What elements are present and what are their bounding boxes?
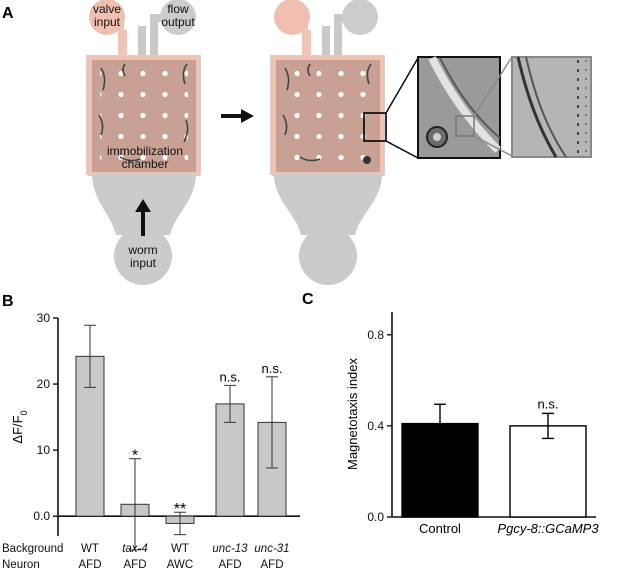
chart-c-category-label: Pgcy-8::GCaMP3 xyxy=(497,521,599,536)
chart-b-background-label: tax-4 xyxy=(122,543,148,555)
chart-b-significance-label: n.s. xyxy=(220,369,241,384)
chamber-label-2: chamber xyxy=(122,157,169,171)
worm-input-port xyxy=(114,227,172,285)
chart-b-y-tick-label: 20 xyxy=(37,377,51,391)
valve-input-label-1: valve xyxy=(93,2,121,16)
chart-c-y-axis-label: Magnetotaxis index xyxy=(345,357,360,470)
chart-b-row-header-neuron: Neuron xyxy=(2,559,40,571)
flow-output-label-1: flow xyxy=(167,2,189,16)
chart-b-neuron-label: AFD xyxy=(124,559,147,571)
panel-label-c: C xyxy=(302,291,314,308)
chart-b-background-label: WT xyxy=(171,543,189,555)
chart-b-background-label: WT xyxy=(81,543,99,555)
chart-b-neuron-label: AFD xyxy=(261,559,284,571)
chart-b-y-tick-label: 30 xyxy=(37,311,51,325)
panel-label-b: B xyxy=(2,293,14,310)
device-right xyxy=(270,0,419,285)
worm-input-label-1: worm xyxy=(127,243,157,257)
valve-input-port xyxy=(89,0,125,35)
chart-b-neuron-label: AFD xyxy=(219,559,242,571)
chart-b-row-header-background: Background xyxy=(2,543,63,555)
transition-arrow xyxy=(221,109,254,123)
chart-b-significance-label: * xyxy=(132,448,138,465)
chart-b-y-axis-label: ΔF/F0 xyxy=(10,410,29,443)
chamber-label-1: immobilization xyxy=(107,144,183,158)
chart-b-significance-label: n.s. xyxy=(262,361,283,376)
chart-c-y-tick-label: 0.4 xyxy=(367,419,384,433)
device-left xyxy=(86,0,201,285)
chart-c-bar xyxy=(509,425,587,518)
worm-input-label-2: input xyxy=(130,256,157,270)
chart-c: 0.0 0.4 0.8 n.s. Control Pgcy-8::GCaMP3 Mag… xyxy=(345,312,599,536)
chart-c-y-tick-label: 0.8 xyxy=(367,328,384,342)
flow-arrow-up xyxy=(135,199,151,212)
chart-b-background-label: unc-31 xyxy=(254,543,289,555)
micrograph-inset-2 xyxy=(511,56,592,158)
panel-label-a: A xyxy=(2,5,14,22)
chart-b-neuron-label: AFD xyxy=(79,559,102,571)
chart-b-significance-label: ** xyxy=(174,501,186,518)
chart-c-y-tick-label: 0.0 xyxy=(367,510,384,524)
chart-b-y-tick-label: 0.0 xyxy=(33,509,50,523)
valve-input-label-2: input xyxy=(94,15,121,29)
chart-c-category-label: Control xyxy=(419,521,461,536)
chart-b-background-label: unc-13 xyxy=(212,543,248,555)
chart-b-neuron-label: AWC xyxy=(167,559,193,571)
flow-output-port xyxy=(160,0,196,35)
chart-b-y-tick-label: 10 xyxy=(37,443,51,457)
chart-c-significance-label: n.s. xyxy=(538,396,559,411)
micrograph-inset-1 xyxy=(417,56,513,159)
flow-output-label-2: output xyxy=(161,15,195,29)
